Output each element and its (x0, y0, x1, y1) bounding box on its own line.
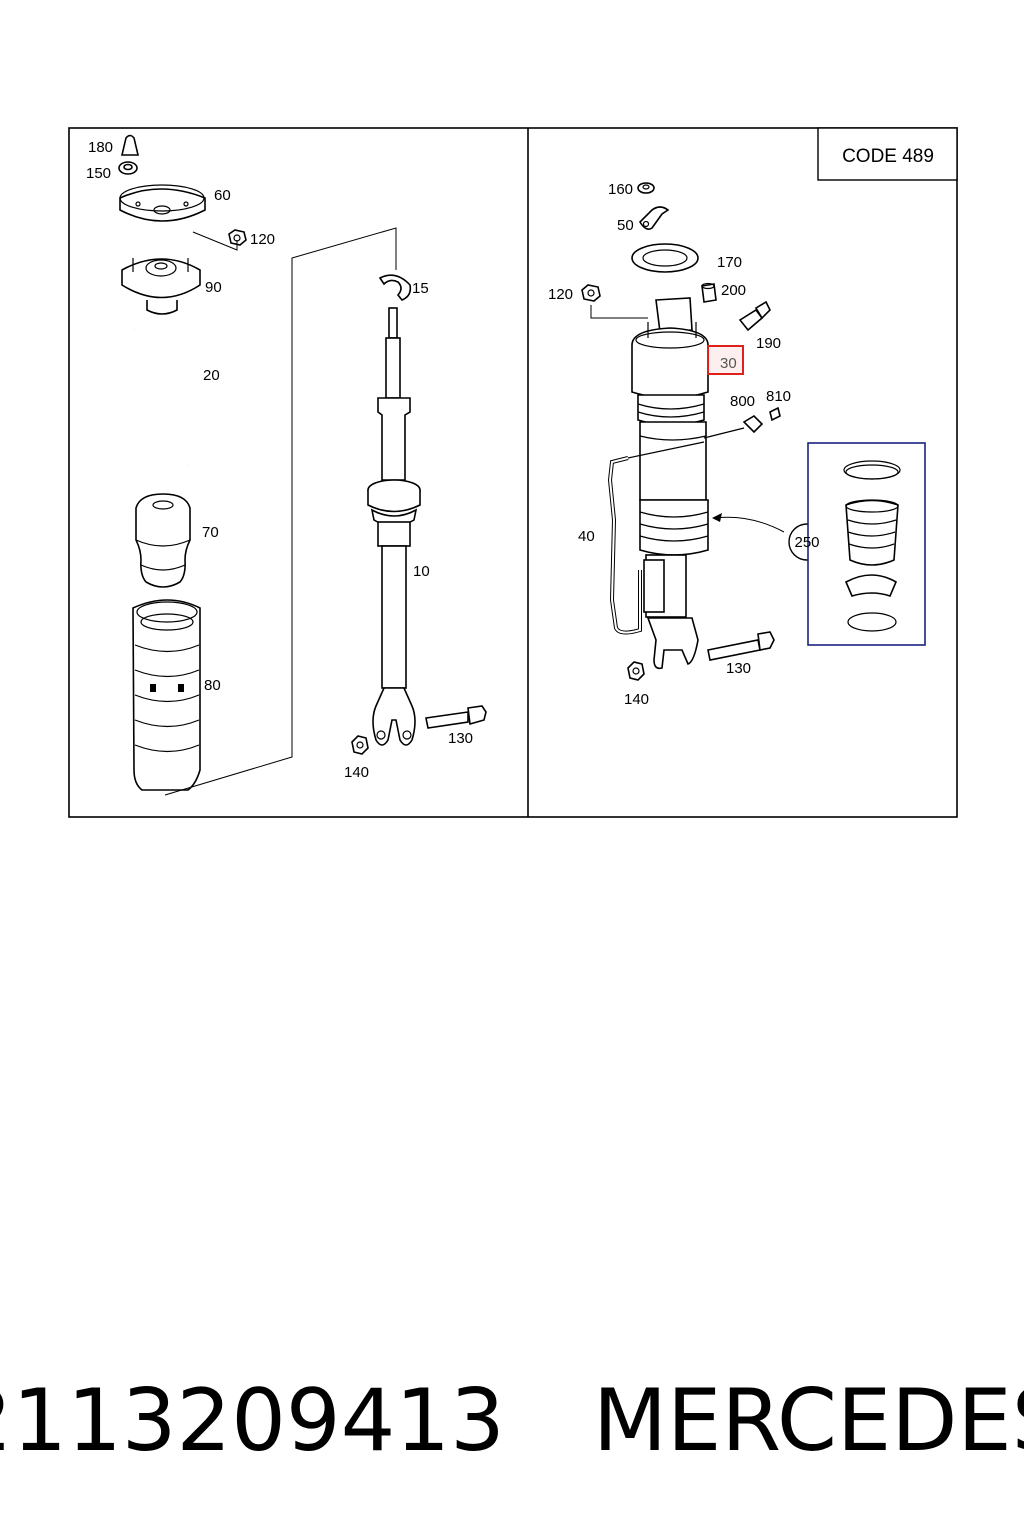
label-140-right: 140 (624, 691, 649, 708)
label-50: 50 (617, 217, 634, 234)
part-30-air-spring-strut (631, 297, 709, 670)
part-40-sensor-line (607, 441, 705, 635)
part-120-nut-right (581, 284, 601, 302)
caption: 2113209413 MERCEDES (0, 1366, 1024, 1476)
part-140-nut (351, 735, 369, 755)
label-130-right: 130 (726, 660, 751, 677)
label-180: 180 (88, 139, 113, 156)
part-60-mount-plate (119, 184, 206, 222)
part-130-bolt (425, 705, 487, 729)
label-250: 250 (794, 534, 819, 551)
part-number: 2113209413 (0, 1371, 505, 1471)
label-120-right: 120 (548, 286, 573, 303)
diagram-frame (68, 127, 958, 818)
label-150: 150 (86, 165, 111, 182)
label-800: 800 (730, 393, 755, 410)
part-10-shock-absorber (367, 307, 421, 746)
part-130-bolt-right (707, 631, 775, 661)
part-140-nut-right (627, 661, 645, 681)
highlight-box-30 (707, 345, 744, 375)
part-800-810-connector (703, 406, 781, 439)
label-90: 90 (205, 279, 222, 296)
part-20-coil-spring (126, 321, 196, 476)
brand-name: MERCEDES (592, 1371, 1024, 1471)
label-200: 200 (721, 282, 746, 299)
label-80: 80 (204, 677, 221, 694)
assembly-bracket (164, 227, 397, 796)
part-80-dust-boot (132, 599, 201, 791)
part-160-nut (637, 182, 655, 194)
label-160: 160 (608, 181, 633, 198)
part-120-nut (228, 229, 247, 246)
part-200-fitting (701, 282, 717, 303)
label-20: 20 (203, 367, 220, 384)
part-90-top-mount (121, 258, 201, 315)
label-130: 130 (448, 730, 473, 747)
part-170-gasket (631, 243, 699, 273)
part-15-clip (378, 274, 412, 301)
label-10: 10 (413, 563, 430, 580)
label-15: 15 (412, 280, 429, 297)
right-panel: 160 50 170 120 200 190 30 800 810 40 250… (548, 181, 926, 708)
part-50-bracket (638, 206, 670, 230)
code-box (817, 127, 958, 181)
label-140: 140 (344, 764, 369, 781)
code-box-label: CODE 489 (842, 146, 934, 167)
label-40: 40 (578, 528, 595, 545)
part-250-kit (807, 442, 926, 646)
left-panel: 180 150 60 120 90 20 70 80 15 10 130 140 (86, 134, 487, 796)
part-70-bump-stop (135, 493, 191, 588)
label-60: 60 (214, 187, 231, 204)
label-70: 70 (202, 524, 219, 541)
part-180-cap (120, 134, 140, 156)
label-30: 30 (720, 355, 737, 372)
label-810: 810 (766, 388, 791, 405)
label-120: 120 (250, 231, 275, 248)
label-170: 170 (717, 254, 742, 271)
part-190-valve (738, 300, 771, 332)
label-190: 190 (756, 335, 781, 352)
part-150-nut (118, 161, 138, 175)
